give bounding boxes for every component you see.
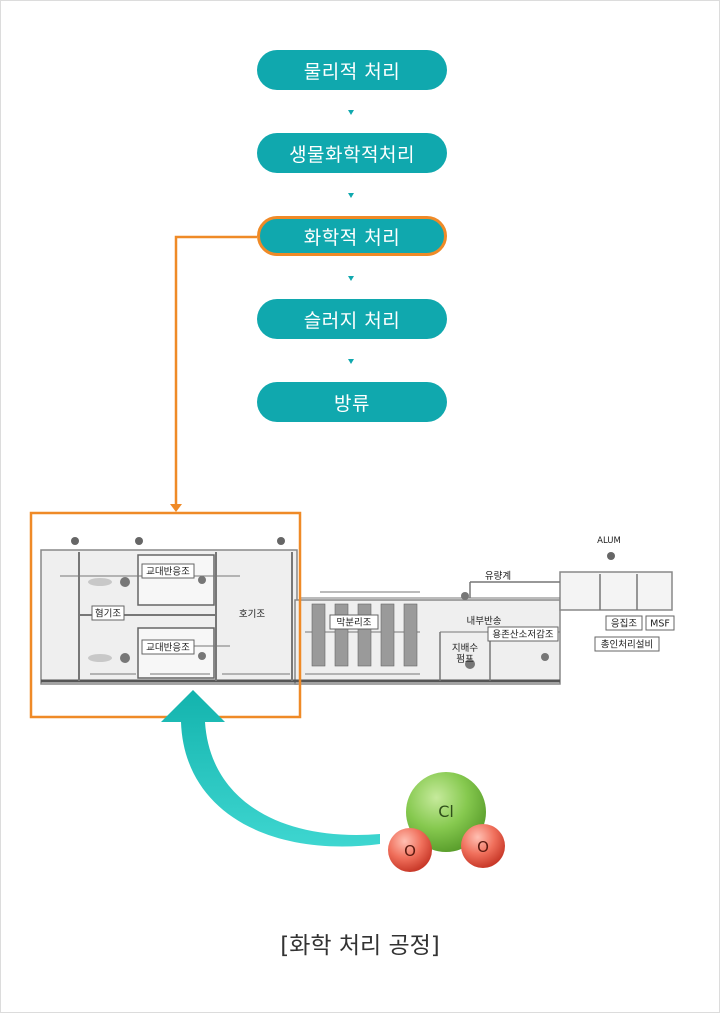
label-flow-meter: 유량계 [485,570,511,582]
atom-o-left-label: O [404,842,416,860]
label-aerobic: 호기조 [239,609,265,620]
step-discharge[interactable]: 방류 [257,382,447,422]
figure-caption: [화학 처리 공정] [280,933,440,959]
down-arrow-icon [348,359,354,364]
connector-arrowhead-icon [170,504,182,512]
down-arrow-icon [348,193,354,198]
atom-o-right-label: O [477,838,489,856]
atom-cl-label: Cl [438,802,454,821]
diagram-labels: 교대반응조 교대반응조 혐기조 호기조 막분리조 내부반송 용존산소저감조 유량… [91,536,675,665]
step-physical[interactable]: 물리적 처리 [257,50,447,90]
label-alum: ALUM [597,536,621,546]
label-tp-facility: 총인처리설비 [601,639,653,651]
label-drain-pump-2: 펌프 [456,653,474,665]
chemical-highlight-box [29,511,302,719]
label-do-reduction: 용존산소저감조 [492,629,553,641]
label-alt-reactor-top: 교대반응조 [146,567,190,578]
label-coagulation: 응집조 [611,618,637,630]
label-msf: MSF [650,619,670,630]
label-membrane: 막분리조 [337,618,372,629]
down-arrow-icon [348,110,354,115]
valve-icons [71,537,615,560]
curved-arrow-icon [161,690,380,847]
down-arrow-icon [348,276,354,281]
step-biochemical[interactable]: 생물화학적처리 [257,133,447,173]
label-drain-pump-1: 지배수 [452,643,478,654]
label-alt-reactor-bottom: 교대반응조 [146,643,190,654]
step-sludge[interactable]: 슬러지 처리 [257,299,447,339]
label-anoxic: 혐기조 [95,609,121,620]
step-chemical[interactable]: 화학적 처리 [257,216,447,256]
chlorine-dioxide-molecule-icon: Cl O O [388,772,505,872]
mixer-icons [88,576,549,669]
label-internal-return: 내부반송 [467,616,502,627]
plant-schematic [40,549,673,685]
connector-line [174,235,257,506]
